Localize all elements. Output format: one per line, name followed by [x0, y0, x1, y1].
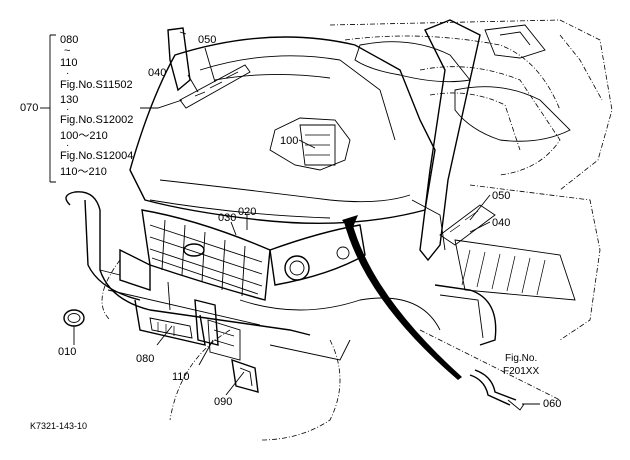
fig-ref-s11502: Fig.No.S11502 — [60, 79, 133, 91]
callout-090: 090 — [214, 396, 233, 408]
diagram-code: K7321-143-10 — [30, 421, 88, 431]
side-decal — [439, 204, 496, 246]
callout-030: 030 — [218, 212, 237, 224]
grille — [141, 209, 271, 301]
fig-ref-s12004: Fig.No.S12004 — [60, 150, 134, 162]
callout-040-left: 040 — [148, 67, 167, 79]
fig-ref-f201xx: F201XX — [503, 366, 540, 377]
callout-110-top: 110 — [60, 57, 78, 69]
rear-body-outline — [101, 19, 613, 441]
cab-frame — [167, 19, 481, 262]
hood — [129, 36, 436, 225]
hood-latch — [269, 117, 351, 171]
callout-050-right: 050 — [492, 190, 511, 202]
callout-020: 020 — [238, 206, 257, 218]
callout-110-bottom: 110 — [172, 371, 190, 383]
dot-1: · — [66, 68, 70, 79]
callout-130: 130 — [60, 94, 79, 106]
range-100-210: 100～210 — [60, 130, 108, 142]
callout-060: 060 — [543, 398, 562, 410]
front-fender — [239, 284, 497, 346]
callout-040-right: 040 — [492, 217, 511, 229]
fig-ref-s12002: Fig.No.S12002 — [60, 114, 134, 126]
tilde: ~ — [64, 45, 71, 57]
hood-decal — [179, 64, 251, 109]
dot-3: · — [66, 140, 70, 151]
range-110-210: 110～210 — [60, 166, 107, 178]
floor-panel — [454, 239, 576, 301]
callout-050-top: 050 — [198, 34, 217, 46]
seat-outline — [354, 24, 571, 142]
callout-080-top: 080 — [60, 34, 79, 46]
fig-ref-label: Fig.No. — [505, 353, 538, 364]
emblem — [63, 309, 85, 327]
callout-100: 100 — [280, 135, 299, 147]
front-bumper — [65, 191, 351, 393]
detail-bracket — [469, 369, 525, 411]
dot-2: · — [66, 104, 70, 115]
callout-010: 010 — [58, 346, 77, 358]
detail-arrow — [342, 215, 462, 380]
callout-070: 070 — [20, 102, 39, 114]
leader-lines — [40, 34, 540, 405]
callout-080-bottom: 080 — [136, 353, 155, 365]
headlight — [269, 224, 366, 286]
